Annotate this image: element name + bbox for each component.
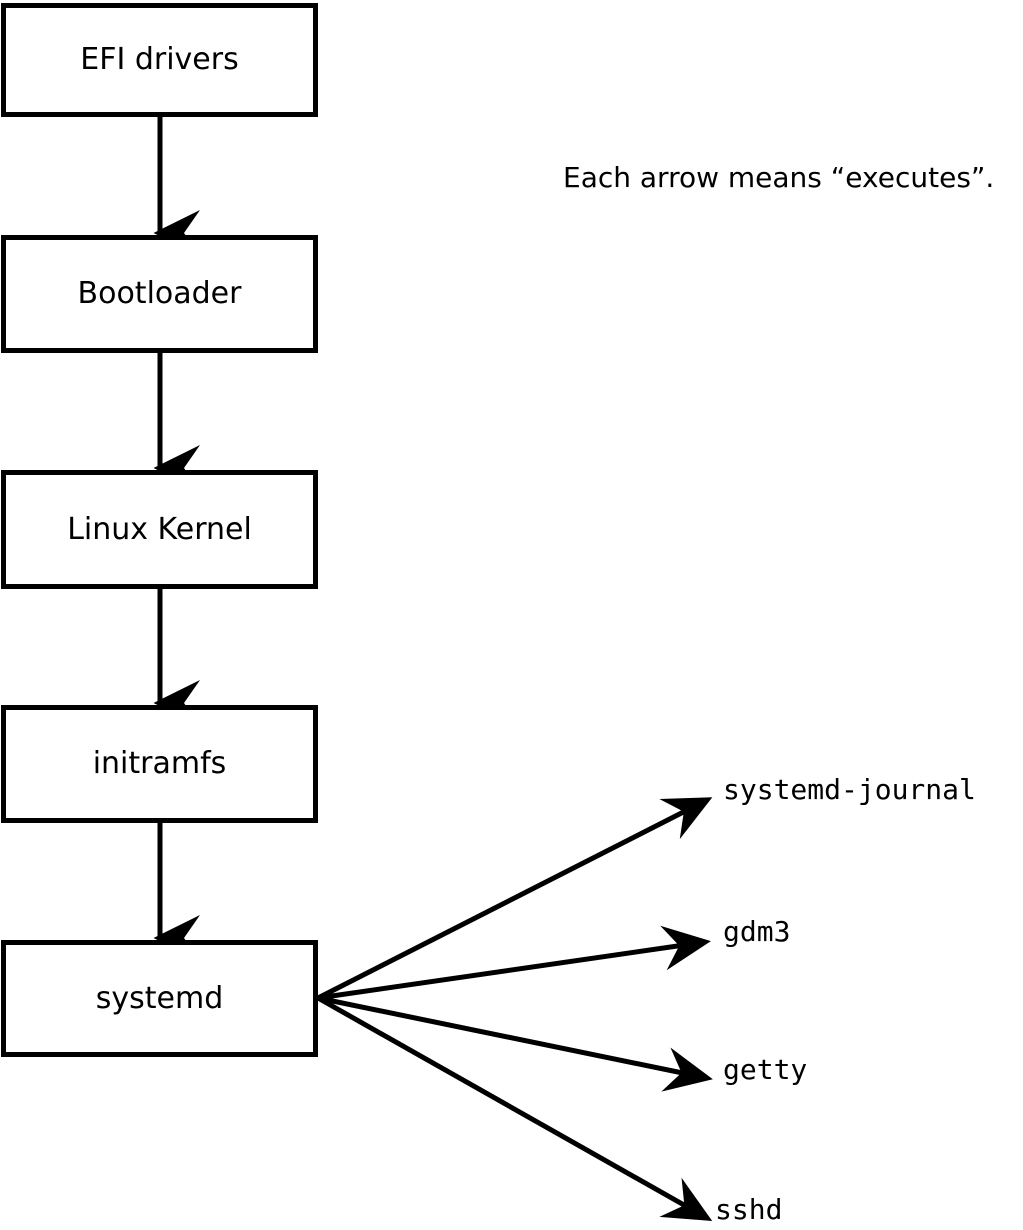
executes-arrow-systemd-to-systemd-journal bbox=[316, 797, 713, 1001]
legend-caption: Each arrow means “executes”. bbox=[563, 161, 995, 194]
fanout-arrow-group bbox=[316, 797, 713, 1221]
process-box-label: Bootloader bbox=[77, 276, 242, 311]
executes-arrow-systemd-to-sshd bbox=[316, 995, 713, 1221]
child-process-label-gdm3: gdm3 bbox=[723, 915, 791, 948]
process-box-label: EFI drivers bbox=[80, 42, 239, 77]
executes-arrow-systemd-to-getty bbox=[317, 995, 713, 1092]
process-box-systemd: systemd bbox=[1, 940, 318, 1057]
child-process-label-systemd-journal: systemd-journal bbox=[723, 773, 976, 806]
process-box-initramfs: initramfs bbox=[1, 705, 318, 823]
child-process-label-sshd: sshd bbox=[715, 1193, 783, 1226]
process-box-label: Linux Kernel bbox=[67, 511, 252, 547]
process-box-bootloader: Bootloader bbox=[1, 235, 318, 353]
process-box-efi-drivers: EFI drivers bbox=[1, 3, 318, 117]
process-box-linux-kernel: Linux Kernel bbox=[1, 470, 318, 589]
executes-arrow-systemd-to-gdm3 bbox=[317, 925, 711, 1001]
process-box-label: initramfs bbox=[92, 746, 227, 781]
child-process-label-getty: getty bbox=[723, 1053, 808, 1086]
process-box-label: systemd bbox=[95, 980, 224, 1016]
